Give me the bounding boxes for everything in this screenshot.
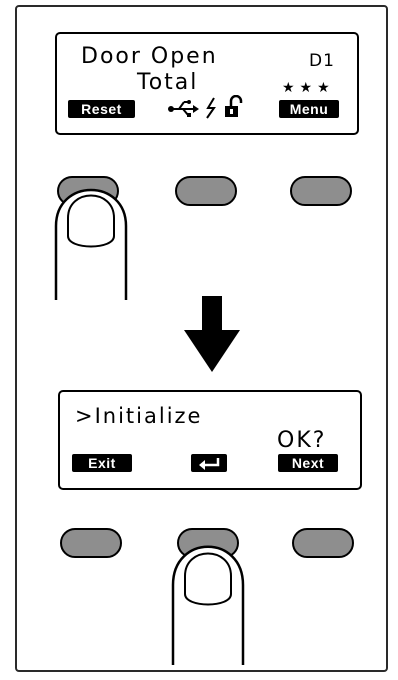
menu-item-initialize: >Initialize bbox=[75, 404, 203, 428]
screen-total-label: Total bbox=[137, 70, 199, 95]
lcd-screen-top: Door Open D1 Total ★★★ Reset Menu bbox=[55, 32, 359, 135]
exit-softkey-label: Exit bbox=[72, 454, 132, 472]
password-stars: ★★★ bbox=[282, 80, 335, 96]
reset-softkey-label: Reset bbox=[68, 100, 135, 118]
screen-status-line: Door Open bbox=[81, 44, 218, 69]
center-soft-button-bottom[interactable] bbox=[177, 528, 239, 558]
center-soft-button-top[interactable] bbox=[175, 176, 237, 206]
door-id-label: D1 bbox=[309, 51, 335, 71]
enter-softkey-label bbox=[191, 454, 227, 472]
lcd-screen-bottom: >Initialize OK? Exit Next bbox=[58, 390, 362, 490]
right-soft-button-bottom[interactable] bbox=[292, 528, 354, 558]
enter-icon bbox=[199, 458, 220, 470]
next-softkey-label: Next bbox=[278, 454, 338, 472]
usb-icon bbox=[168, 100, 199, 117]
left-soft-button-top[interactable] bbox=[57, 176, 119, 206]
power-icon bbox=[206, 97, 216, 119]
unlock-icon bbox=[225, 95, 243, 117]
right-soft-button-top[interactable] bbox=[290, 176, 352, 206]
menu-softkey-label: Menu bbox=[279, 100, 339, 118]
left-soft-button-bottom[interactable] bbox=[60, 528, 122, 558]
confirm-prompt: OK? bbox=[277, 428, 327, 453]
